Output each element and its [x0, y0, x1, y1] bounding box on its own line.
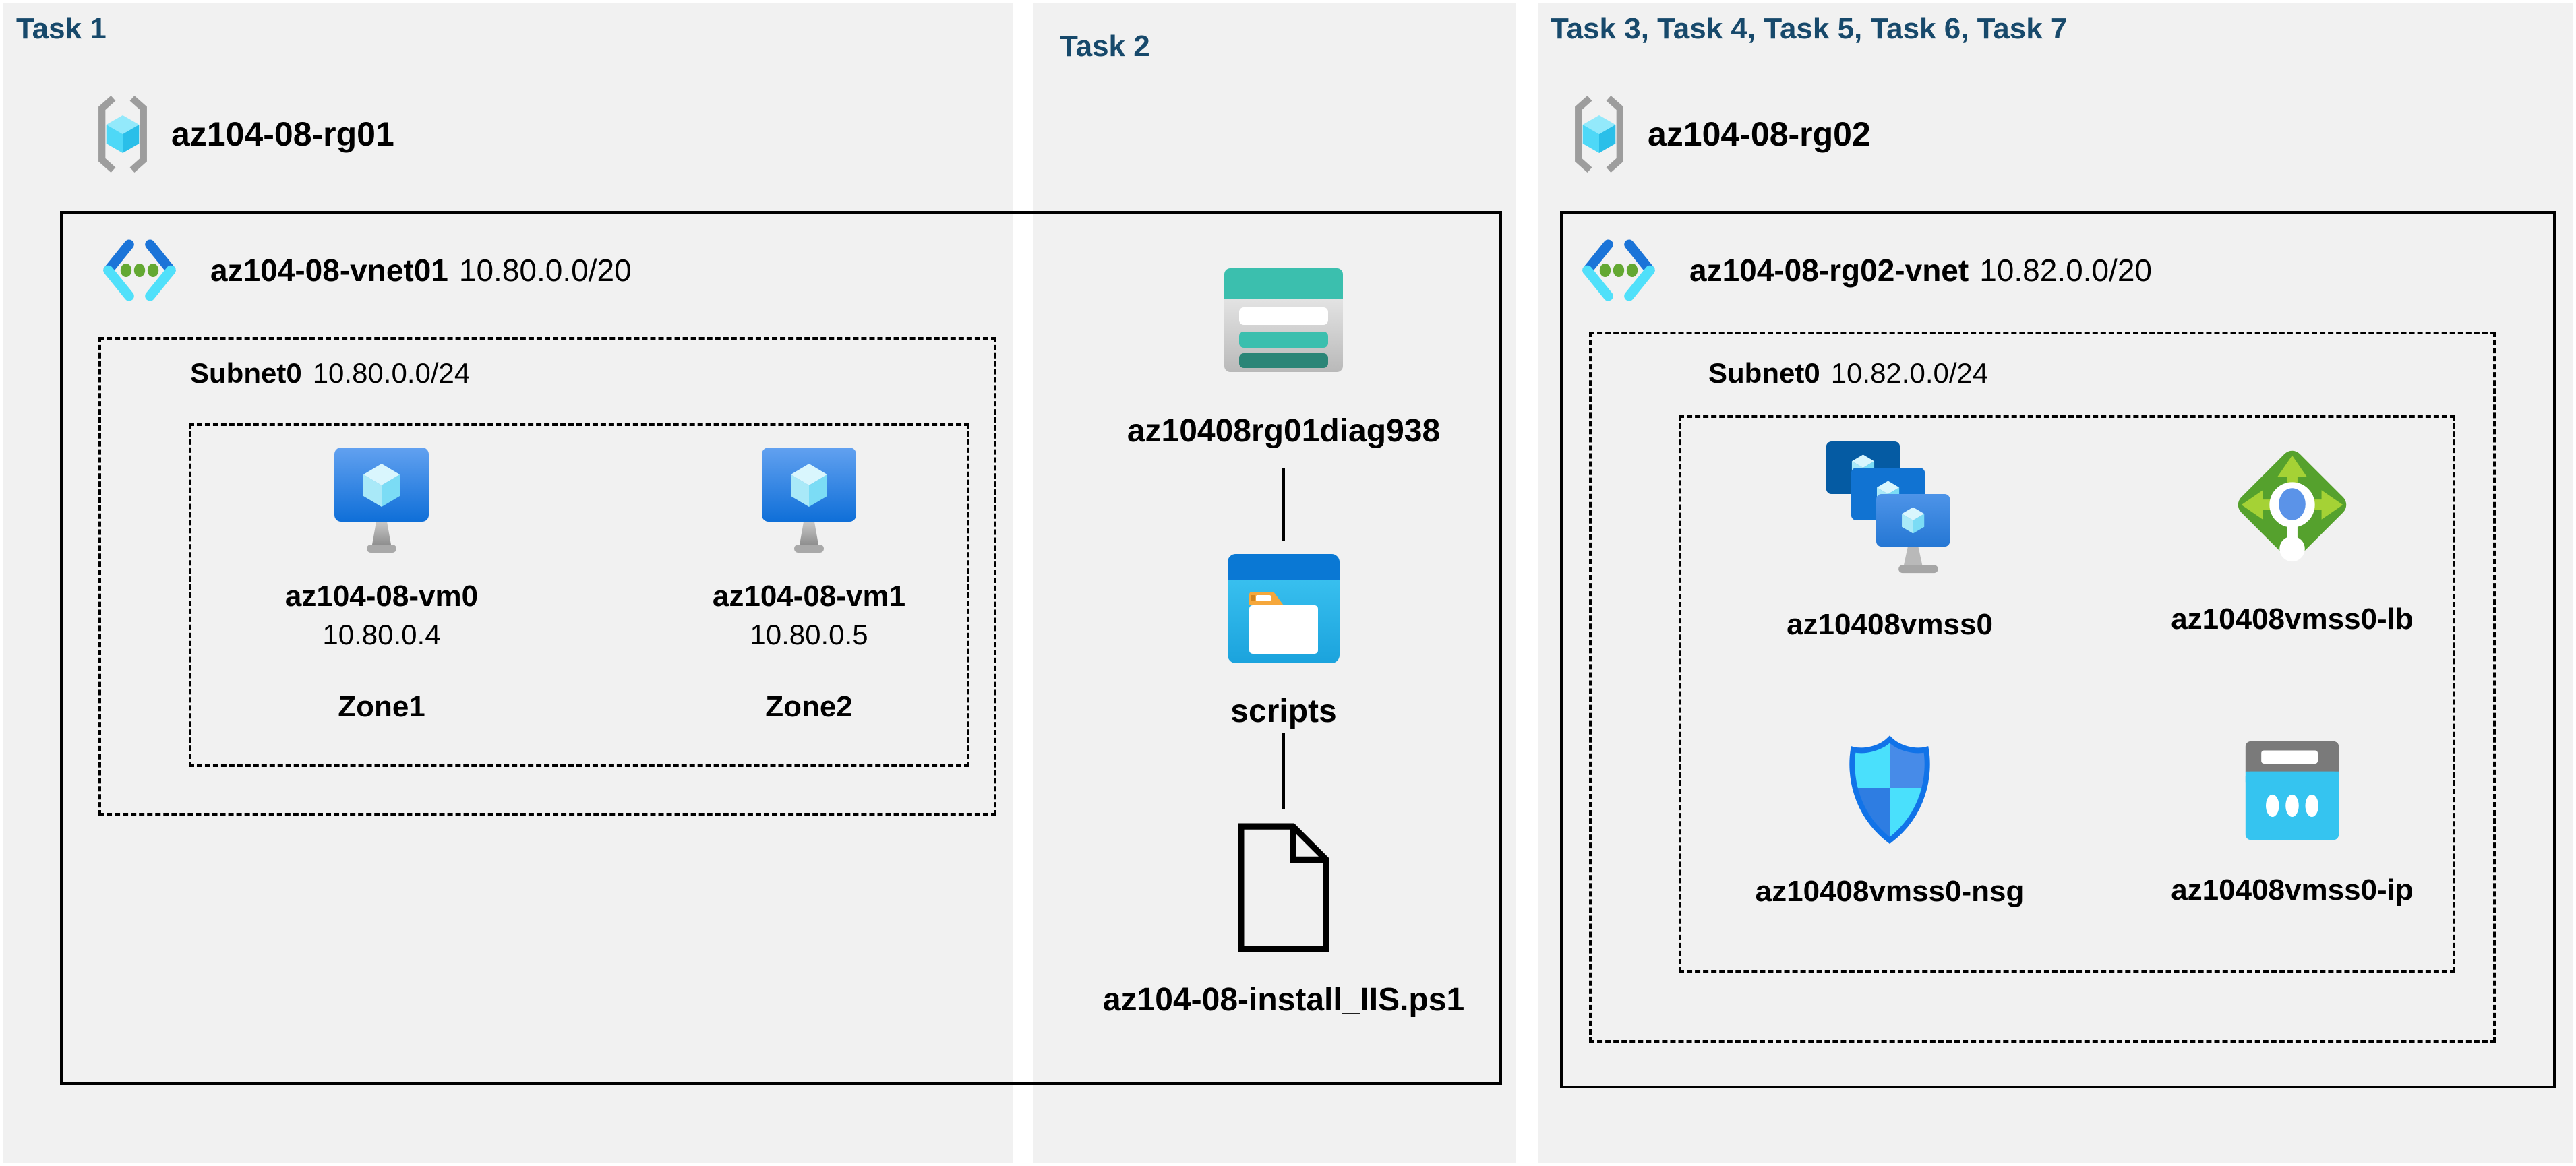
task3-vnet-row: az104-08-rg02-vnet 10.82.0.0/20: [1578, 237, 2152, 303]
storage-account-name: az10408rg01diag938: [1127, 413, 1441, 449]
vm-ip: 10.80.0.5: [750, 619, 868, 650]
subnet-name: Subnet0: [190, 357, 302, 389]
vm-name: az104-08-vm1: [712, 580, 906, 613]
script-file-name: az104-08-install_IIS.ps1: [1102, 982, 1465, 1018]
task2-title: Task 2: [1060, 30, 1150, 63]
task3-resource-group-row: az104-08-rg02: [1571, 94, 1871, 174]
task1-vnet-box: [60, 211, 1502, 1085]
vnet-name: az104-08-vnet01: [210, 253, 448, 288]
task3-vnet-box: [1560, 211, 2556, 1088]
task1-vnet-row: az104-08-vnet01 10.80.0.0/20: [98, 237, 632, 303]
vm-zone: Zone2: [765, 690, 853, 723]
virtual-machine-icon: [332, 446, 431, 554]
vm-ip: 10.80.0.4: [322, 619, 441, 650]
task3-subnet-label: Subnet0 10.82.0.0/24: [1708, 357, 1988, 390]
nsg-node: az10408vmss0-nsg: [1721, 732, 2058, 909]
vmss-name: az10408vmss0: [1787, 608, 1993, 641]
connector-scripts-file: [1282, 733, 1285, 809]
panel-task3: [1538, 3, 2573, 1163]
virtual-network-icon: [98, 237, 181, 303]
resource-group-icon: [1571, 94, 1627, 174]
storage-account-node: az10408rg01diag938: [1081, 267, 1486, 450]
vmss-node: az10408vmss0: [1721, 437, 2058, 642]
subnet-cidr: 10.80.0.0/24: [312, 357, 471, 389]
vm1-node: az104-08-vm1 10.80.0.5 Zone2: [640, 446, 978, 724]
task1-title: Task 1: [16, 12, 107, 45]
task3-subnet-box: [1589, 332, 2496, 1043]
virtual-machine-icon: [760, 446, 858, 554]
task1-resource-group-row: az104-08-rg01: [94, 94, 394, 174]
load-balancer-node: az10408vmss0-lb: [2124, 438, 2461, 636]
script-file-node: az104-08-install_IIS.ps1: [1081, 821, 1486, 1018]
task1-subnet-label: Subnet0 10.80.0.0/24: [190, 357, 470, 390]
resource-group-name: az104-08-rg01: [171, 115, 394, 153]
public-ip-name: az10408vmss0-ip: [2171, 873, 2414, 907]
subnet-cidr: 10.82.0.0/24: [1830, 357, 1989, 389]
vm-name: az104-08-vm0: [284, 580, 479, 613]
nsg-name: az10408vmss0-nsg: [1755, 875, 2025, 908]
vnet-cidr: 10.82.0.0/20: [1979, 253, 2152, 288]
resource-group-name: az104-08-rg02: [1648, 115, 1871, 153]
blob-container-icon: [1225, 553, 1342, 665]
blob-container-name: scripts: [1230, 694, 1337, 729]
storage-account-icon: [1223, 267, 1344, 375]
resource-group-icon: [94, 94, 151, 174]
vnet-name: az104-08-rg02-vnet: [1689, 253, 1969, 288]
load-balancer-icon: [2225, 438, 2359, 572]
task3-title: Task 3, Task 4, Task 5, Task 6, Task 7: [1551, 12, 2068, 45]
load-balancer-name: az10408vmss0-lb: [2171, 603, 2414, 636]
public-ip-icon: [2241, 739, 2343, 842]
vnet-cidr: 10.80.0.0/20: [458, 253, 632, 288]
connector-storage-scripts: [1282, 468, 1285, 541]
vm0-node: az104-08-vm0 10.80.0.4 Zone1: [213, 446, 550, 724]
file-icon: [1232, 821, 1336, 954]
blob-container-node: scripts: [1081, 553, 1486, 730]
network-security-group-icon: [1843, 732, 1937, 848]
task3-resources-box: [1679, 415, 2455, 973]
task1-zone-box: [189, 423, 969, 767]
subnet-name: Subnet0: [1708, 357, 1820, 389]
public-ip-node: az10408vmss0-ip: [2124, 739, 2461, 907]
virtual-network-icon: [1578, 237, 1660, 303]
panel-task1: [3, 3, 1013, 1163]
task1-subnet-box: [98, 337, 996, 816]
vm-zone: Zone1: [338, 690, 425, 723]
vm-scale-set-icon: [1822, 437, 1957, 580]
